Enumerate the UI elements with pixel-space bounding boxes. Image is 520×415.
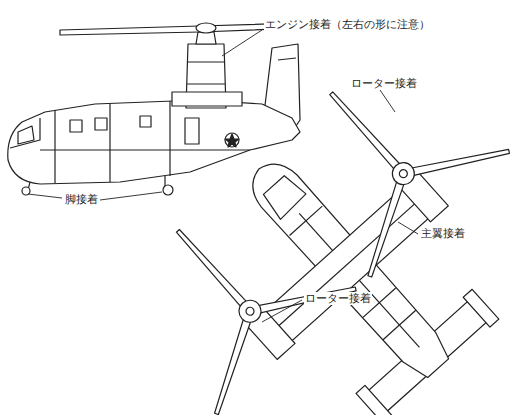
part-label: ローター接着 xyxy=(304,292,372,305)
part-label: エンジン接着（左右の形に注意） xyxy=(264,18,431,31)
leader-lines xyxy=(28,30,418,322)
part-label: 脚接着 xyxy=(64,193,99,206)
top-view xyxy=(107,29,520,415)
part-label: 主翼接着 xyxy=(420,227,466,240)
part-label: ローター接着 xyxy=(350,77,418,90)
